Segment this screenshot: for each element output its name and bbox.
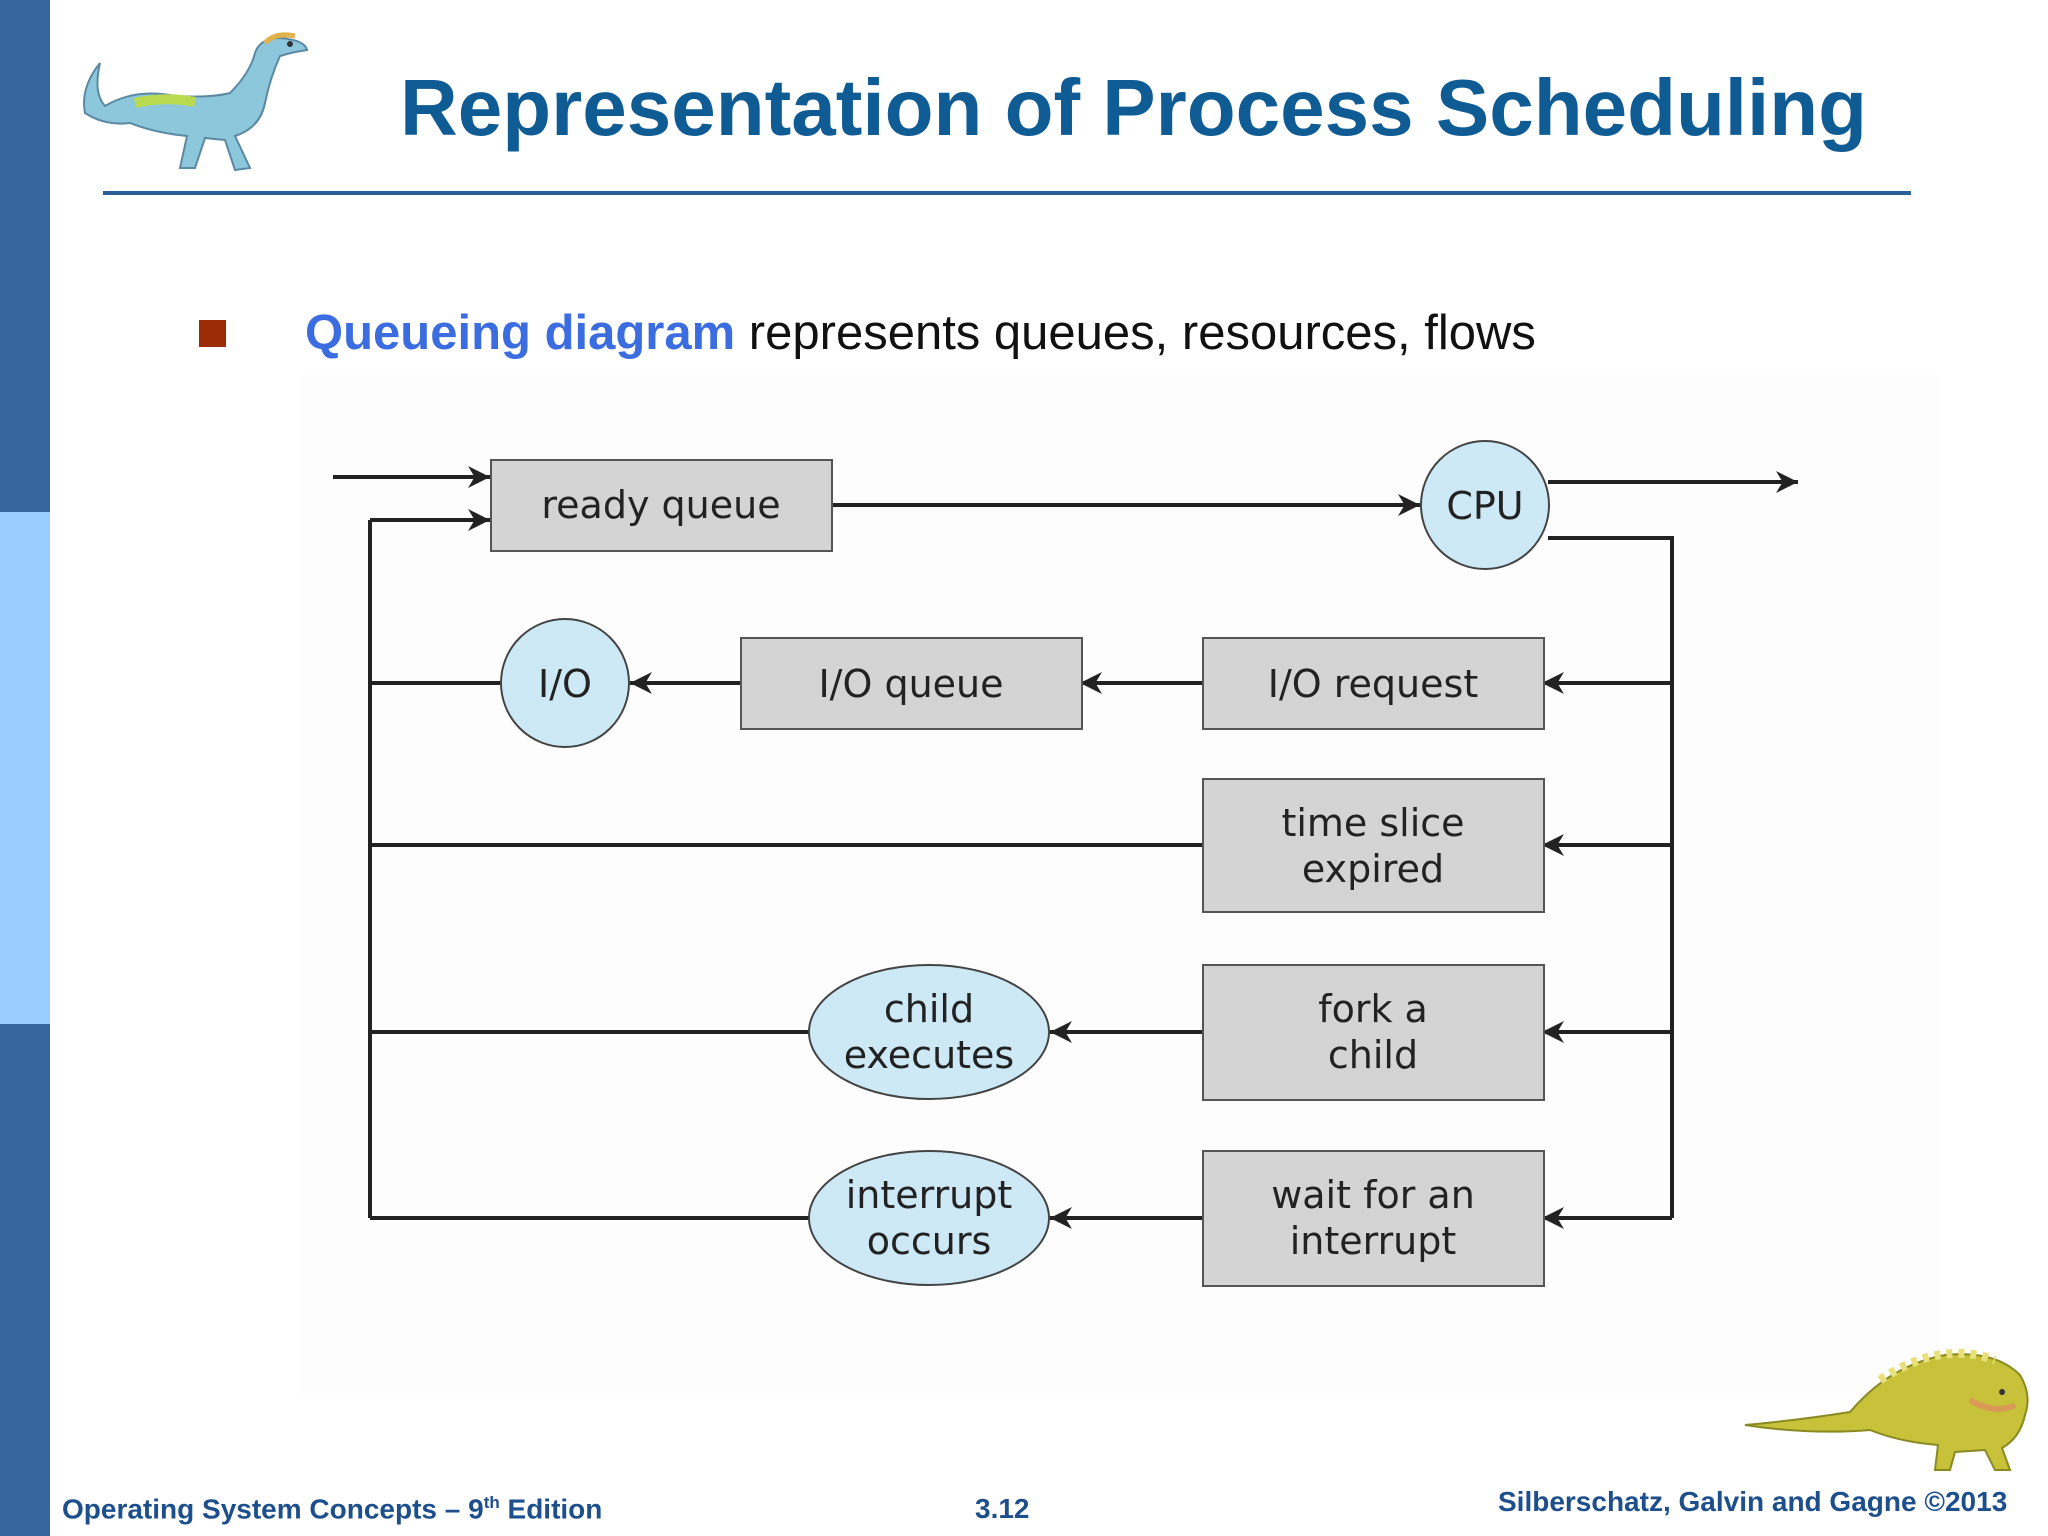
flow-lines <box>333 466 1798 1229</box>
io-request-label: I/O request <box>1268 662 1478 706</box>
time-slice-label-line2: expired <box>1302 847 1444 891</box>
footer-edition-superscript: th <box>483 1493 500 1512</box>
io-queue-box: I/O queue <box>740 637 1083 730</box>
child-label-line1: child <box>884 987 974 1031</box>
ready-queue-label: ready queue <box>541 483 780 527</box>
io-request-box: I/O request <box>1202 637 1545 730</box>
bullet-description: represents queues, resources, flows <box>735 306 1536 360</box>
dinosaur-logo-top <box>83 32 309 172</box>
cpu-circle: CPU <box>1420 440 1550 570</box>
cpu-branch-bus <box>1548 536 1674 1218</box>
footer-book-name: Operating System Concepts – 9 <box>62 1493 484 1525</box>
io-queue-label: I/O queue <box>818 662 1003 706</box>
bullet-text: Queueing diagram represents queues, reso… <box>305 305 1536 361</box>
footer-book-title: Operating System Concepts – 9th Edition <box>62 1493 602 1525</box>
child-executes-ellipse: child executes <box>808 964 1050 1100</box>
footer-page-number: 3.12 <box>975 1493 1030 1524</box>
interrupt-label-line1: interrupt <box>846 1173 1013 1217</box>
io-circle: I/O <box>500 618 630 748</box>
wait-label-line2: interrupt <box>1290 1219 1457 1263</box>
fork-label-line1: fork a <box>1318 987 1428 1031</box>
dinosaur-logo-bottom <box>1744 1348 2029 1471</box>
fork-label-line2: child <box>1328 1033 1418 1077</box>
interrupt-label-line2: occurs <box>867 1219 992 1263</box>
footer-edition-word: Edition <box>499 1493 603 1525</box>
time-slice-box: time slice expired <box>1202 778 1545 913</box>
wait-interrupt-box: wait for an interrupt <box>1202 1150 1545 1287</box>
fork-child-box: fork a child <box>1202 964 1545 1101</box>
page-title: Representation of Process Scheduling <box>400 63 1867 152</box>
io-label: I/O <box>538 662 592 706</box>
wait-label-line1: wait for an <box>1271 1173 1475 1217</box>
sidebar-top-band <box>0 0 50 512</box>
footer-authors: Silberschatz, Galvin and Gagne ©2013 <box>1498 1486 2008 1517</box>
sidebar-middle-band <box>0 512 50 1024</box>
ready-queue-box: ready queue <box>490 459 833 552</box>
sidebar-bottom-band <box>0 1024 50 1536</box>
cpu-label: CPU <box>1446 484 1523 528</box>
bullet-term: Queueing diagram <box>305 306 736 360</box>
time-slice-label-line1: time slice <box>1281 801 1464 845</box>
bullet-icon <box>199 320 226 347</box>
child-label-line2: executes <box>844 1033 1014 1077</box>
title-divider <box>103 191 1911 195</box>
interrupt-occurs-ellipse: interrupt occurs <box>808 1150 1050 1286</box>
